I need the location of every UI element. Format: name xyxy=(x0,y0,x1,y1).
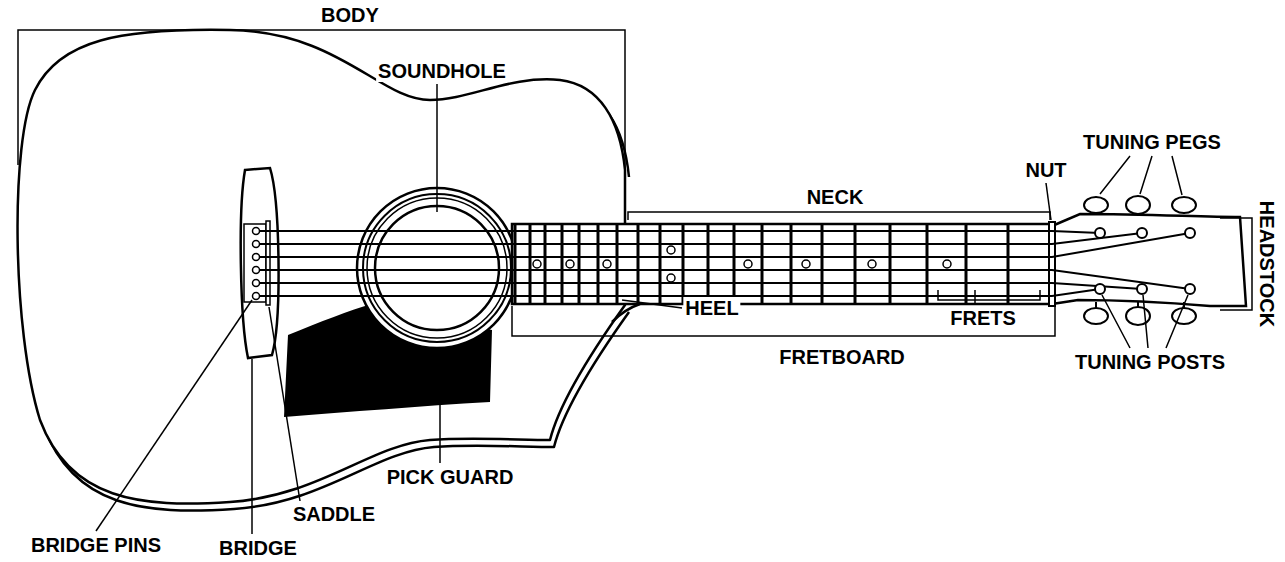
fret-dot xyxy=(603,260,611,268)
tuning-post xyxy=(1185,284,1195,294)
part-label: SADDLE xyxy=(291,503,377,525)
fretboard-bracket xyxy=(512,306,1055,336)
saddle-leader xyxy=(269,307,300,501)
neck-bracket xyxy=(628,212,1050,220)
part-label: BRIDGE PINS xyxy=(29,534,163,556)
part-label: PICK GUARD xyxy=(385,466,516,488)
heel-leader xyxy=(622,300,682,308)
part-label: TUNING POSTS xyxy=(1073,351,1227,373)
fret-dot xyxy=(667,246,675,254)
part-label: HEADSTOCK xyxy=(1256,199,1278,329)
peg-stems xyxy=(1096,207,1184,310)
bridge-pin xyxy=(253,228,260,235)
posts-leader xyxy=(1102,295,1188,348)
bridge-pin xyxy=(253,267,260,274)
tuning-peg xyxy=(1084,308,1108,324)
frets xyxy=(515,224,1008,304)
bridge-leader xyxy=(251,359,253,534)
tuning-post xyxy=(1095,228,1105,238)
heel-shape xyxy=(612,304,640,322)
part-label: FRETBOARD xyxy=(777,346,907,368)
tuning-post xyxy=(1185,228,1195,238)
bridge-pin xyxy=(253,241,260,248)
part-label: TUNING PEGS xyxy=(1081,131,1223,153)
tuning-post xyxy=(1095,284,1105,294)
fret-dot xyxy=(744,260,752,268)
bridge-pin-area xyxy=(244,224,266,302)
part-label: HEEL xyxy=(683,297,740,319)
body-bracket xyxy=(18,30,625,168)
tuning-post xyxy=(1137,284,1147,294)
part-label: SOUNDHOLE xyxy=(376,60,508,82)
frets-bracket xyxy=(938,290,1040,305)
body-top xyxy=(18,30,625,504)
tuning-peg xyxy=(1172,197,1196,213)
fretboard xyxy=(512,224,1052,304)
tuning-peg xyxy=(1126,196,1150,214)
saddle xyxy=(266,221,270,305)
fret-dot xyxy=(533,260,541,268)
soundhole-ring xyxy=(375,206,499,330)
soundhole-leader xyxy=(436,84,438,212)
tuning-peg xyxy=(1084,197,1108,213)
fret-dot xyxy=(667,274,675,282)
bridge-pin xyxy=(253,293,260,300)
bridge-pins-leader xyxy=(96,300,252,531)
fret-dot xyxy=(802,260,810,268)
tuning-peg xyxy=(1126,307,1150,325)
soundhole-ring xyxy=(367,198,507,338)
pickguard-leader xyxy=(439,398,441,463)
part-label: FRETS xyxy=(948,307,1018,329)
nut xyxy=(1049,222,1055,306)
tuning-posts xyxy=(1095,228,1195,294)
tuning-pegs xyxy=(1084,196,1196,325)
tuning-post xyxy=(1137,228,1147,238)
tuning-peg xyxy=(1172,308,1196,324)
fret-markers xyxy=(533,246,951,282)
strings xyxy=(256,231,1190,296)
part-label: BODY xyxy=(319,4,381,26)
bridge-pin xyxy=(253,254,260,261)
fret-dot xyxy=(868,260,876,268)
fret-dot xyxy=(566,260,574,268)
part-label: NECK xyxy=(805,186,866,208)
leader-lines xyxy=(18,30,1252,534)
soundhole-ring xyxy=(363,194,511,342)
headstock-bracket xyxy=(1220,218,1252,310)
part-label: NUT xyxy=(1023,159,1068,181)
pegs-leader xyxy=(1100,156,1182,195)
part-label: BRIDGE xyxy=(217,537,299,559)
fret-dot xyxy=(943,260,951,268)
bridge-pins xyxy=(253,228,260,300)
bridge-pin xyxy=(253,280,260,287)
